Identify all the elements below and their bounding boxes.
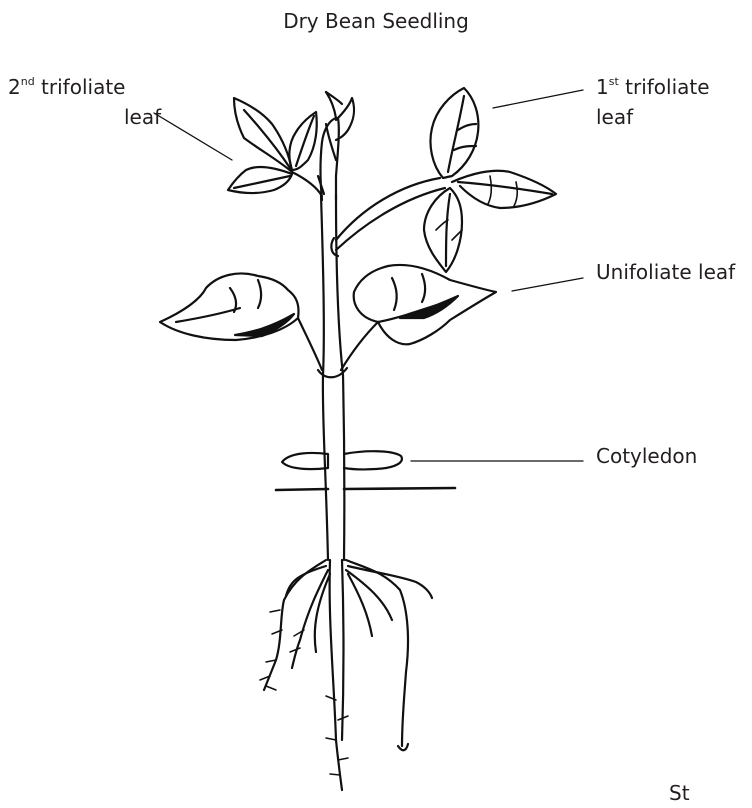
unifoliate-leaf-right	[341, 265, 496, 370]
leader-second-trifoliate	[154, 113, 232, 160]
unifoliate-leaf-left	[160, 273, 322, 370]
leader-unifoliate	[512, 278, 583, 291]
root-system	[260, 560, 432, 790]
soil-line	[276, 488, 455, 490]
cotyledon-drawing	[282, 451, 402, 469]
first-trifoliate-leaves	[424, 88, 556, 272]
leader-first-trifoliate	[493, 90, 583, 108]
second-trifoliate-leaves	[228, 92, 354, 200]
